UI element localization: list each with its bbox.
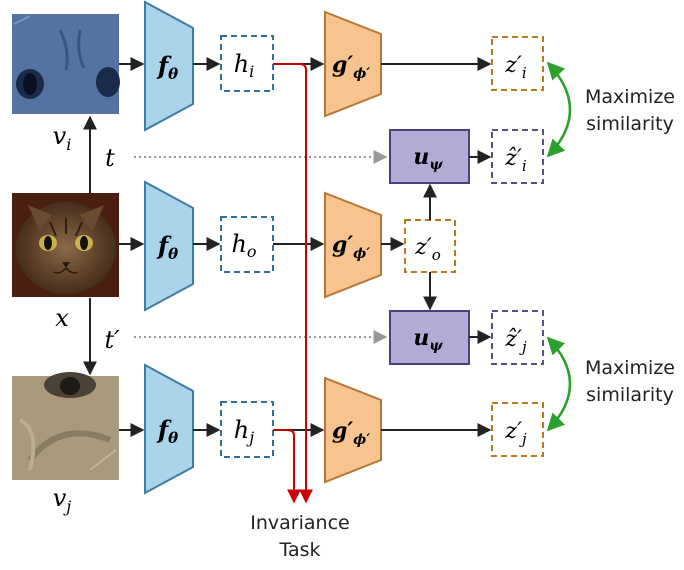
svg-text:z′o: z′o (414, 235, 441, 264)
maximize-similarity-top-line2: similarity (586, 113, 674, 135)
maximize-similarity-bottom-line2: similarity (586, 384, 674, 406)
embedding-zo: z′o (404, 219, 456, 273)
similarity-arrow-bottom (546, 336, 572, 432)
invariance-arrow-from-hj (273, 429, 301, 504)
similarity-arrow-top (546, 61, 572, 158)
svg-text:g′ϕ′: g′ϕ′ (332, 418, 370, 448)
transform-t-prime-label: t′ (104, 326, 120, 354)
encoder-top: fθ (144, 0, 194, 132)
svg-text:uψ: uψ (413, 325, 443, 354)
view-j-label: vj (53, 484, 72, 516)
svg-text:g′ϕ′: g′ϕ′ (332, 232, 370, 262)
svg-text:hj: hj (234, 416, 254, 447)
svg-text:hi: hi (234, 50, 255, 81)
original-image (12, 193, 119, 297)
encoder-middle: fθ (144, 180, 194, 312)
svg-text:ho: ho (231, 230, 256, 261)
embedding-zj: z′j (491, 402, 544, 457)
svg-text:z′i: z′i (504, 53, 527, 82)
predictor-bottom: uψ (389, 310, 470, 365)
embedding-zhat-i: ẑ′i (491, 129, 544, 184)
projector-top: g′ϕ′ (324, 10, 382, 118)
representation-hj: hj (220, 401, 274, 458)
svg-text:g′ϕ′: g′ϕ′ (332, 52, 370, 82)
maximize-similarity-bottom-line1: Maximize (585, 357, 675, 379)
embedding-zi: z′i (491, 36, 544, 91)
svg-text:fθ: fθ (156, 415, 178, 447)
svg-text:z′j: z′j (504, 419, 527, 448)
svg-text:ẑ′i: ẑ′i (504, 146, 527, 175)
view-i-label: vi (53, 122, 72, 154)
transform-t-label: t (105, 144, 115, 172)
predictor-top: uψ (389, 129, 470, 184)
invariance-task-label-line1: Invariance (250, 512, 349, 534)
maximize-similarity-top-line1: Maximize (585, 86, 675, 108)
svg-text:fθ: fθ (156, 51, 178, 83)
representation-ho: ho (220, 216, 274, 273)
representation-hi: hi (220, 35, 274, 92)
view-i-image (12, 14, 120, 114)
svg-text:uψ: uψ (413, 144, 443, 173)
view-j-image (12, 372, 119, 480)
projector-bottom: g′ϕ′ (324, 376, 382, 484)
encoder-bottom: fθ (144, 363, 194, 495)
invariance-arrow-from-hi (273, 63, 313, 504)
invariance-task-label-line2: Task (278, 539, 320, 561)
embedding-zhat-j: ẑ′j (491, 310, 544, 365)
svg-text:fθ: fθ (156, 231, 178, 263)
x-label: x (55, 304, 69, 332)
projector-middle: g′ϕ′ (324, 191, 382, 299)
svg-text:ẑ′j: ẑ′j (504, 327, 527, 356)
